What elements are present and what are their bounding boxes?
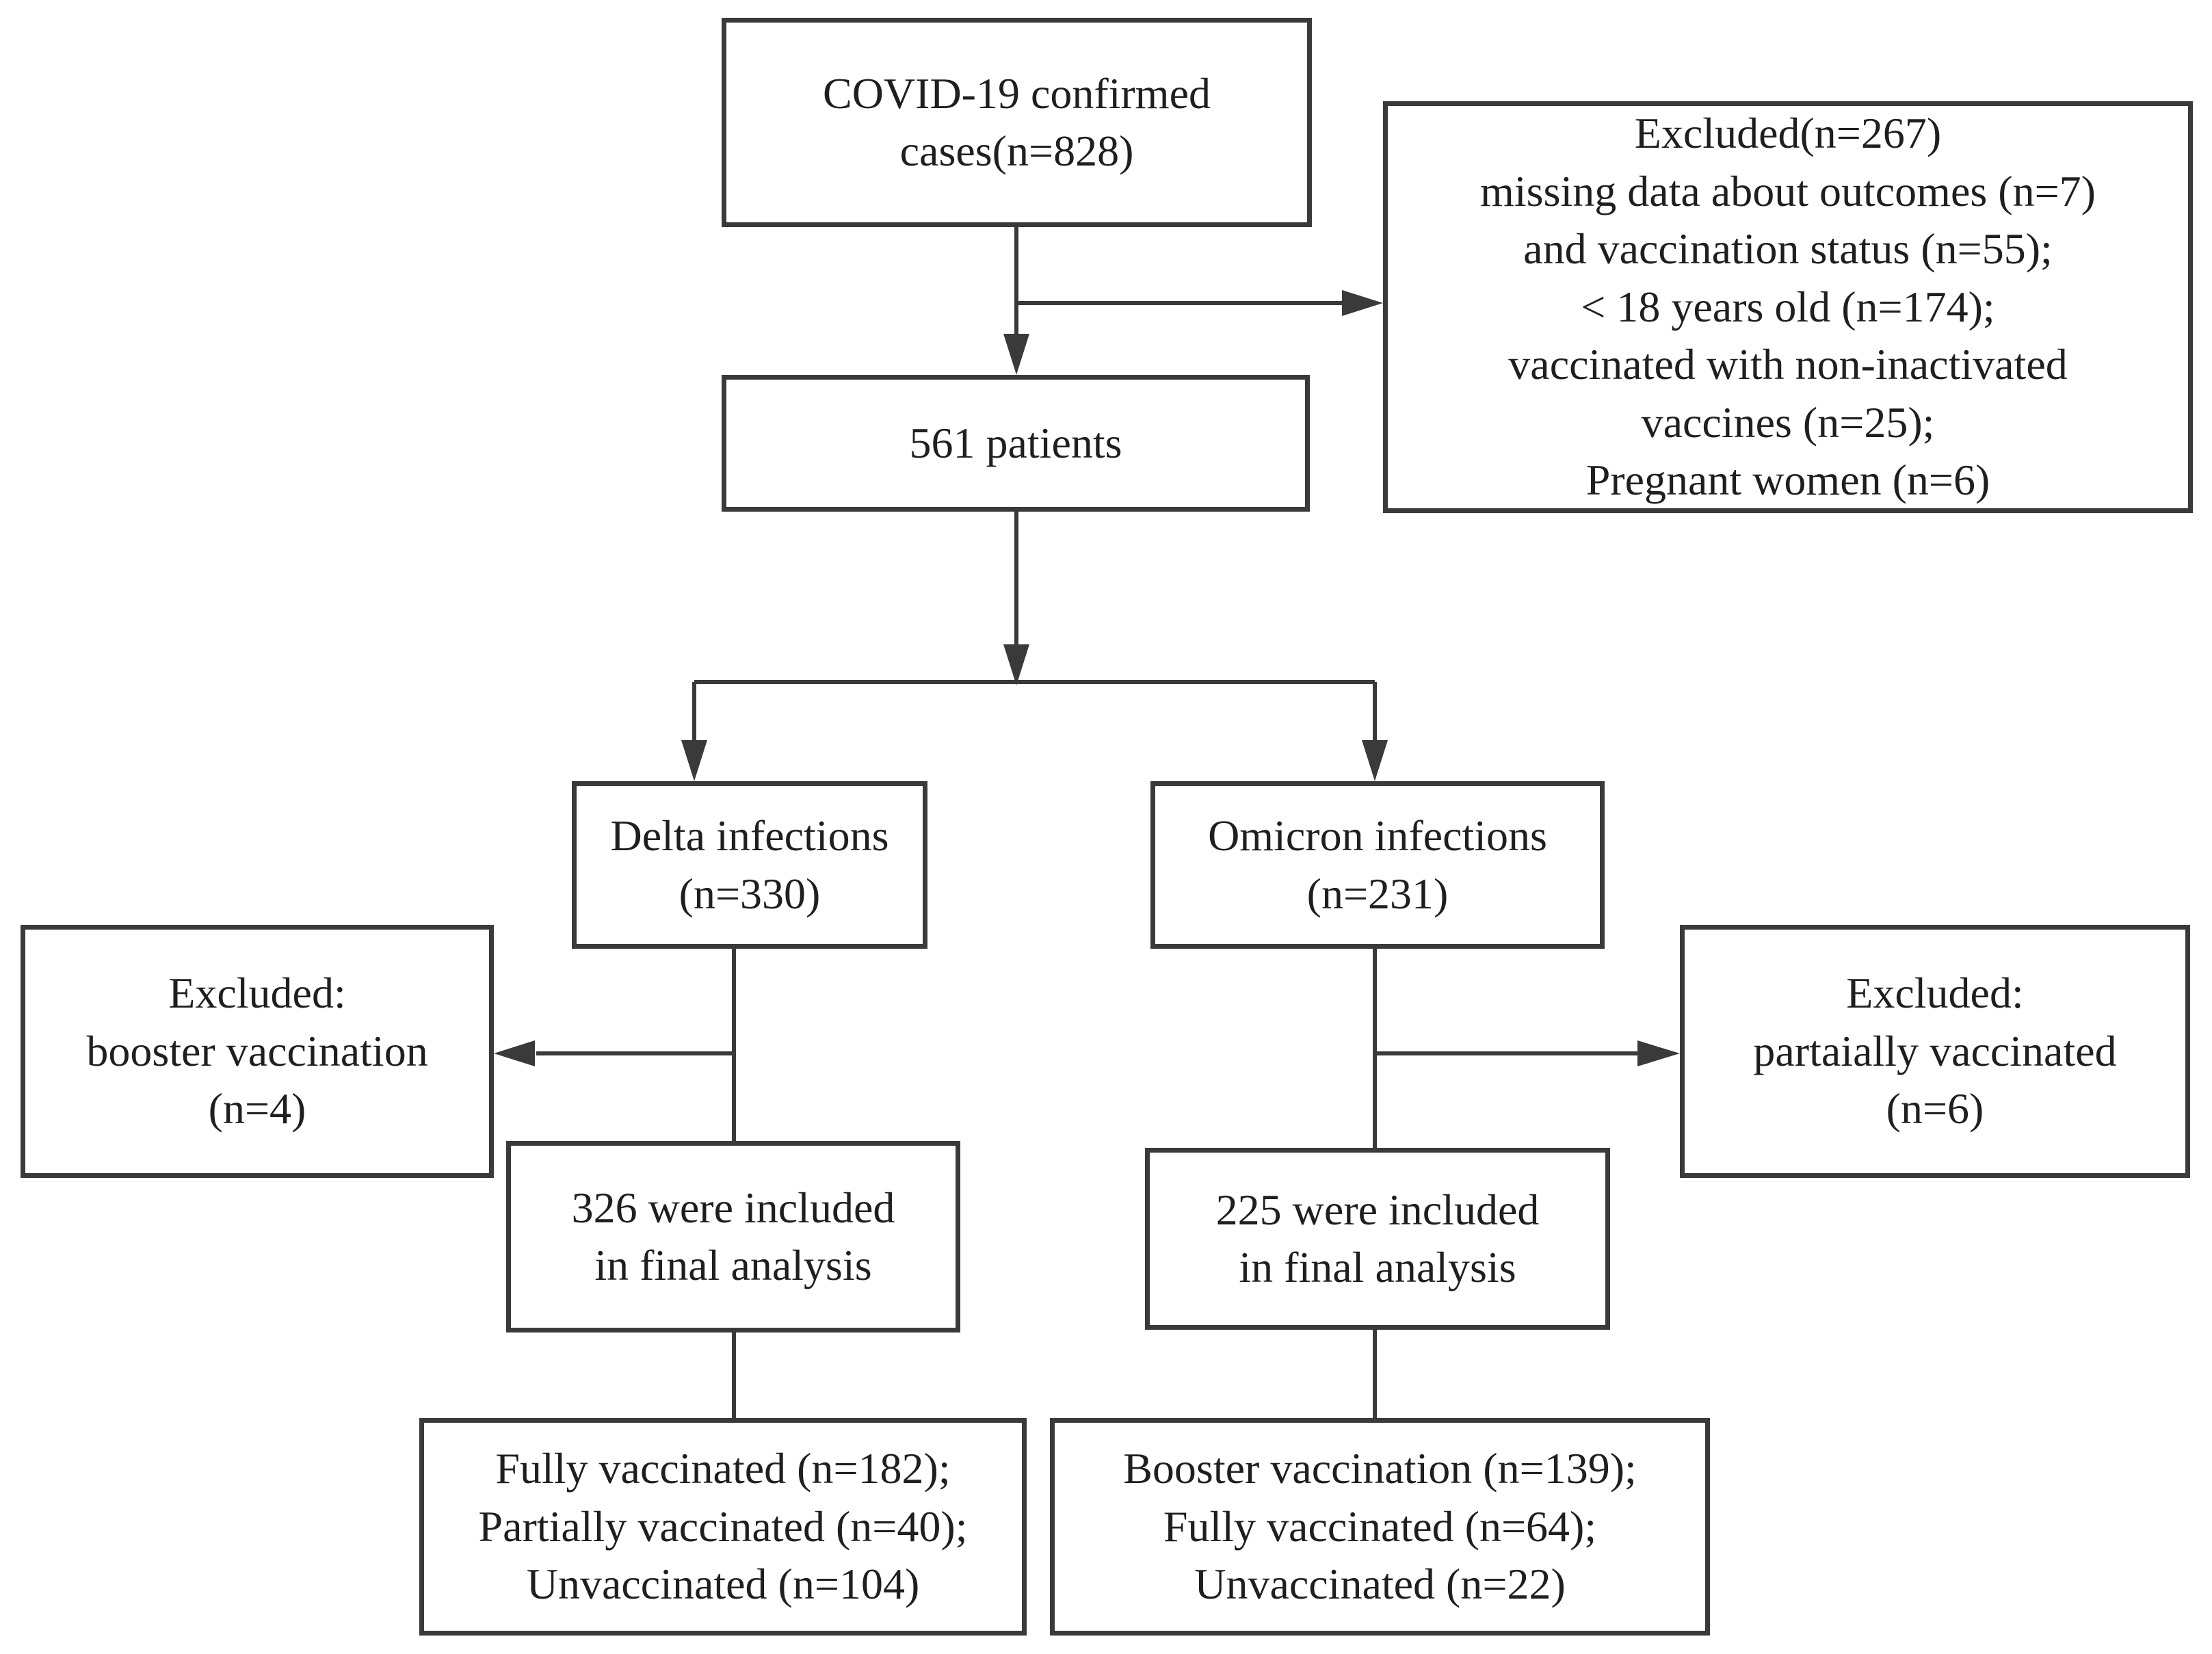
box-delta-final-analysis: 326 were included in final analysis [506,1141,960,1333]
box-delta-vaccination-groups: Fully vaccinated (n=182); Partially vacc… [419,1418,1027,1636]
box-excluded-initial: Excluded(n=267) missing data about outco… [1383,101,2193,513]
arrowhead-down-branch [1003,644,1029,685]
box-excluded-omicron: Excluded: partaially vaccinated (n=6) [1680,925,2190,1178]
box-excluded-delta: Excluded: booster vaccination (n=4) [21,925,494,1178]
box-omicron-vaccination-groups: Booster vaccination (n=139); Fully vacci… [1050,1418,1710,1636]
box-confirmed-cases: COVID-19 confirmed cases(n=828) [722,18,1312,227]
box-delta-infections: Delta infections (n=330) [572,781,927,949]
arrowhead-left-excluded-delta [494,1040,535,1066]
arrowhead-right-excluded-initial [1342,290,1383,316]
arrowhead-down-561 [1003,334,1029,375]
box-omicron-infections: Omicron infections (n=231) [1150,781,1605,949]
box-561-patients: 561 patients [722,375,1310,512]
box-omicron-final-analysis: 225 were included in final analysis [1145,1148,1610,1330]
arrowhead-right-excluded-omicron [1637,1040,1680,1066]
arrowhead-down-delta [681,740,707,781]
arrowhead-down-omicron [1362,740,1388,781]
